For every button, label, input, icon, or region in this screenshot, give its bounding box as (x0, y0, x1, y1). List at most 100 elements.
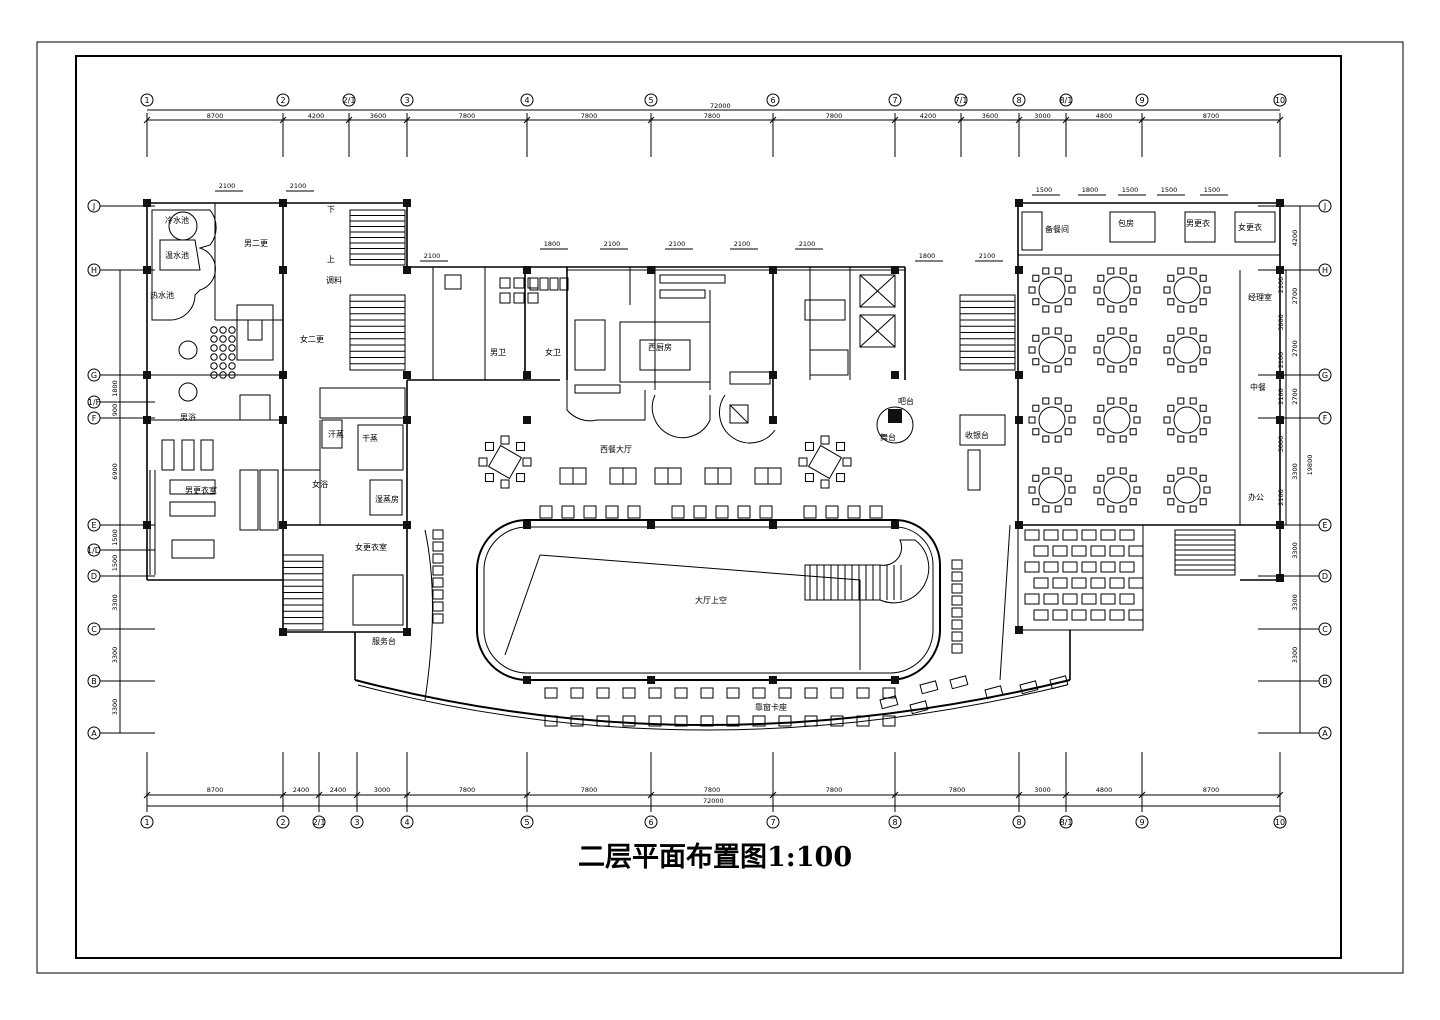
axis-label-right: J (1323, 202, 1326, 211)
label-service: 服务台 (372, 636, 396, 646)
western-hall (143, 199, 1284, 731)
span-dim-left: 1800 (111, 380, 119, 397)
axis-label-bottom: 9 (1139, 818, 1144, 827)
axis-bubble-bottom (1135, 815, 1149, 829)
span-dim-top: 7800 (826, 112, 843, 120)
structural-column (523, 416, 531, 424)
axis-bubble-top (276, 93, 290, 107)
label-sauna: 湿蒸房 (375, 494, 399, 504)
window-dim: 1800 (544, 240, 561, 248)
axis-label-left: B (91, 677, 97, 686)
axis-label-top: 3 (404, 96, 409, 105)
span-dim-bottom: 8700 (1203, 786, 1220, 794)
round-table (1173, 276, 1201, 304)
structural-column (647, 521, 655, 529)
structural-column (1276, 574, 1284, 582)
window-dim: 2100 (219, 182, 236, 190)
axis-label-left: F (92, 414, 97, 423)
axis-label-right: C (1322, 625, 1328, 634)
structural-column (1015, 371, 1023, 379)
window-dim: 2100 (734, 240, 751, 248)
axis-label-bottom: 10 (1275, 818, 1285, 827)
hall-table (487, 444, 523, 480)
axis-label-bottom: 2 (280, 818, 285, 827)
span-dim-bottom: 7800 (949, 786, 966, 794)
round-table (1173, 406, 1201, 434)
axis-label-top: 7/1 (955, 96, 968, 105)
axis-label-left: G (91, 371, 97, 380)
axis-bubble-top (1059, 93, 1073, 107)
structural-column (769, 676, 777, 684)
label-bar: 吧台 (898, 396, 914, 406)
label-female-wc-2: 女二更 (300, 334, 324, 344)
window-dim: 2100 (290, 182, 307, 190)
span-dim-bottom: 7800 (459, 786, 476, 794)
axis-bubble-bottom (400, 815, 414, 829)
span-dim-left: 3300 (111, 647, 119, 664)
window-dim: 2100 (799, 240, 816, 248)
span-dim-bottom: 7800 (704, 786, 721, 794)
axis-label-top: 7 (892, 96, 897, 105)
structural-column (891, 371, 899, 379)
outer-frame (36, 41, 1404, 974)
span-dim-right: 2700 (1291, 388, 1299, 405)
structural-column (403, 521, 411, 529)
span-dim-left: 900 (111, 404, 119, 416)
round-table (1103, 406, 1131, 434)
structural-column (1276, 371, 1284, 379)
label-male-wc: 男卫 (490, 348, 506, 357)
axis-bubble-top (1273, 93, 1287, 107)
round-table (1103, 476, 1131, 504)
span-dim-top: 7800 (581, 112, 598, 120)
structural-column (891, 266, 899, 274)
axis-bubble-top (140, 93, 154, 107)
structural-column (1276, 199, 1284, 207)
axis-label-bottom: 6 (648, 818, 653, 827)
label-atrium: 大厅上空 (695, 595, 727, 605)
structural-column (279, 521, 287, 529)
structural-column (1015, 199, 1023, 207)
right-axis-chain: JHGFEDCBA4200270027002700330033003300330… (1258, 199, 1332, 740)
stair-down-mark: 下 (327, 205, 335, 214)
window-dim: 1500 (1204, 186, 1221, 194)
sub-span-dim-right: 2100 (1277, 277, 1285, 294)
axis-label-bottom: 8 (1016, 818, 1021, 827)
round-table (1038, 406, 1066, 434)
round-table (1038, 476, 1066, 504)
window-dim: 2100 (669, 240, 686, 248)
axis-label-bottom: 8/1 (1060, 818, 1073, 827)
axis-bubble-top (954, 93, 968, 107)
structural-column (769, 266, 777, 274)
axis-label-right: H (1322, 266, 1328, 275)
axis-label-left: H (91, 266, 97, 275)
structural-column (769, 371, 777, 379)
structural-column (1015, 626, 1023, 634)
sub-span-dim-right: 3000 (1277, 436, 1285, 453)
label-office-2: 办公 (1248, 492, 1264, 502)
axis-label-right: A (1322, 729, 1328, 738)
span-dim-top: 3600 (370, 112, 387, 120)
window-dim: 1500 (1036, 186, 1053, 194)
label-female-locker-r: 女更衣 (1238, 222, 1262, 232)
axis-label-top: 6 (770, 96, 775, 105)
round-table (1103, 276, 1131, 304)
label-steam: 汗蒸 (328, 429, 344, 439)
axis-bubble-bottom (276, 815, 290, 829)
span-dim-top: 4200 (920, 112, 937, 120)
axis-label-right: D (1322, 572, 1328, 581)
axis-bubble-top (520, 93, 534, 107)
atrium-void-outline (476, 519, 941, 681)
round-table (1173, 476, 1201, 504)
axis-label-top: 4 (524, 96, 529, 105)
axis-label-top: 1 (144, 96, 149, 105)
axis-label-top: 8/1 (1060, 96, 1073, 105)
axis-bubble-bottom (1012, 815, 1026, 829)
span-dim-top: 3600 (982, 112, 999, 120)
label-hot-pool: 温水池 (165, 250, 189, 260)
drawing-title: 二层平面布置图1:100 (578, 842, 852, 873)
span-dim-right: 3300 (1291, 647, 1299, 664)
stair-top-left (349, 209, 406, 371)
structural-column (403, 628, 411, 636)
axis-bubble-top (644, 93, 658, 107)
